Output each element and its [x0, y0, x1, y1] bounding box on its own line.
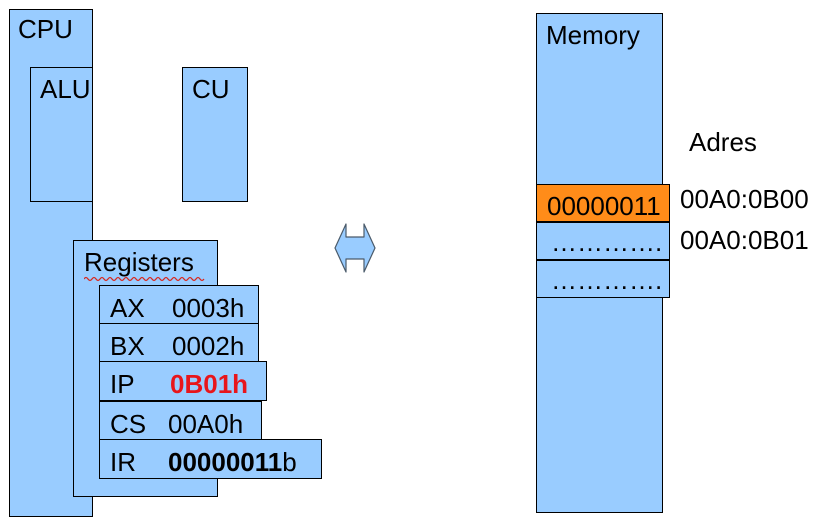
register-value: 00A0h [168, 409, 244, 439]
cpu-label: CPU [18, 14, 73, 44]
memory-cell: 00000011 [536, 184, 670, 222]
register-value-bold: 00000011 [168, 447, 283, 477]
register-name: IP [110, 369, 135, 399]
memory-label: Memory [546, 20, 640, 50]
registers-label: Registers [84, 247, 194, 277]
address-title: Adres [689, 127, 757, 157]
alu-box [30, 67, 93, 202]
register-value: 0002h [172, 331, 245, 361]
address-label: 00A0:0B01 [680, 225, 809, 255]
address-label: 00A0:0B00 [680, 184, 809, 214]
memory-cell: …………. [536, 222, 670, 260]
memory-cell-content: …………. [551, 227, 663, 257]
register-value: 0B01h [170, 369, 249, 399]
spellcheck-underline [84, 276, 205, 282]
register-name: BX [110, 331, 145, 361]
alu-label: ALU [40, 74, 91, 104]
memory-cell-content: 00000011 [547, 191, 661, 221]
cu-box [182, 67, 248, 202]
double-arrow-icon [334, 223, 376, 273]
memory-cell: …………. [536, 260, 670, 298]
register-name: AX [110, 293, 145, 323]
register-ip: IP 0B01h [99, 361, 267, 401]
register-name: CS [110, 409, 147, 439]
register-ir: IR 00000011b [99, 439, 322, 479]
memory-cell-content: …………. [551, 265, 663, 295]
register-ax: AX 0003h [99, 285, 259, 325]
register-name: IR [110, 447, 136, 477]
cu-label: CU [192, 74, 230, 104]
register-value-suffix: b [282, 447, 297, 477]
register-cs: CS 00A0h [99, 401, 262, 441]
register-value: 0003h [172, 293, 245, 323]
register-value: 00000011b [168, 447, 297, 478]
register-bx: BX 0002h [99, 323, 259, 363]
